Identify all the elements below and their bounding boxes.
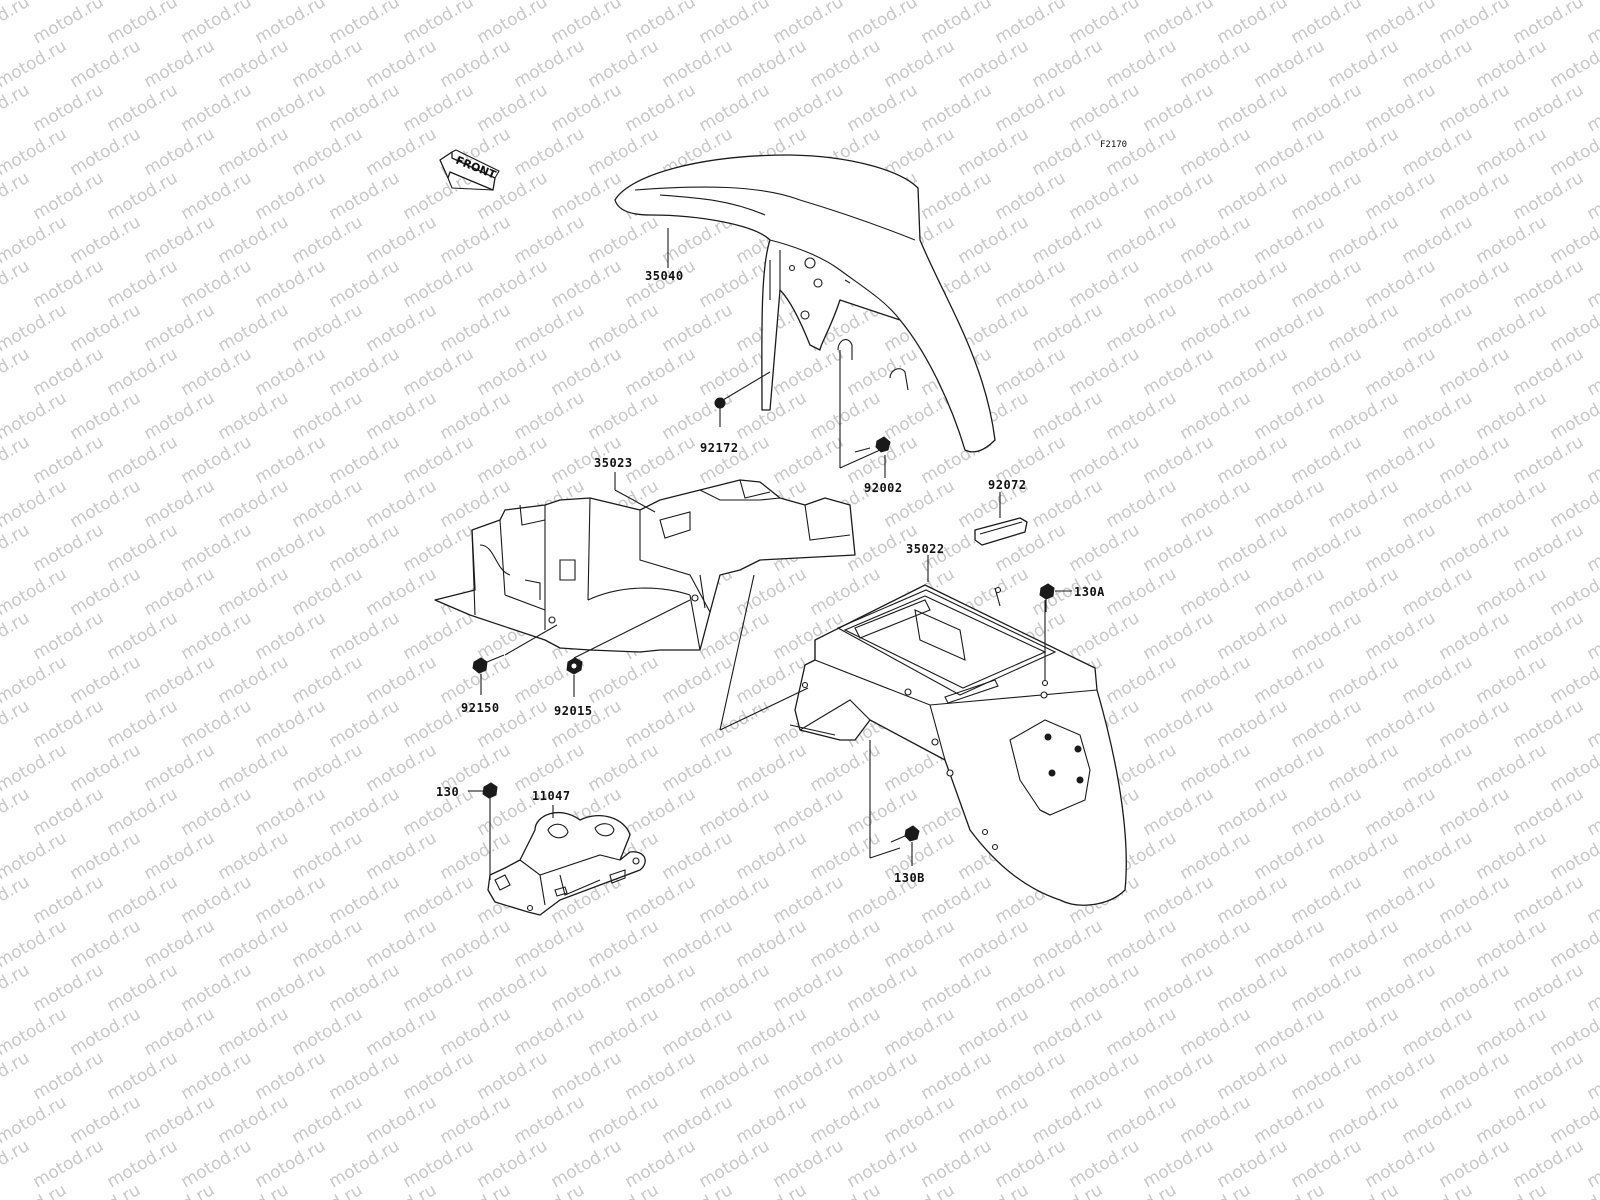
front-arrow-icon: FRONT: [439, 149, 500, 191]
clip-92172: [714, 371, 771, 427]
nut-92015: [566, 599, 691, 697]
inner-fender-35023: [434, 479, 856, 653]
part-label-92150: 92150: [461, 701, 500, 715]
part-label-92072: 92072: [988, 478, 1027, 492]
bolt-130B: [890, 825, 920, 866]
part-label-11047: 11047: [532, 789, 571, 803]
part-label-92172: 92172: [700, 441, 739, 455]
bolt-92002: [839, 350, 891, 478]
rear-fender-35022: [789, 584, 1127, 906]
part-label-130A: 130A: [1074, 585, 1105, 599]
bolt-130A: [1039, 583, 1072, 612]
bolt-92150: [472, 624, 558, 695]
part-label-35040: 35040: [645, 269, 684, 283]
label-leaders: [614, 228, 929, 582]
part-label-35023: 35023: [594, 456, 633, 470]
part-label-130B: 130B: [894, 871, 925, 885]
strap-92072: [974, 492, 1028, 546]
part-label-92002: 92002: [864, 481, 903, 495]
front-fender-35040: [614, 154, 996, 453]
part-label-130: 130: [436, 785, 459, 799]
part-label-92015: 92015: [554, 704, 593, 718]
part-label-35022: 35022: [906, 542, 945, 556]
diagram-code: F2170: [1100, 140, 1127, 150]
assembly-leader-lines: [719, 574, 901, 859]
bolt-130: [468, 782, 498, 880]
bracket-11047: [487, 805, 646, 916]
